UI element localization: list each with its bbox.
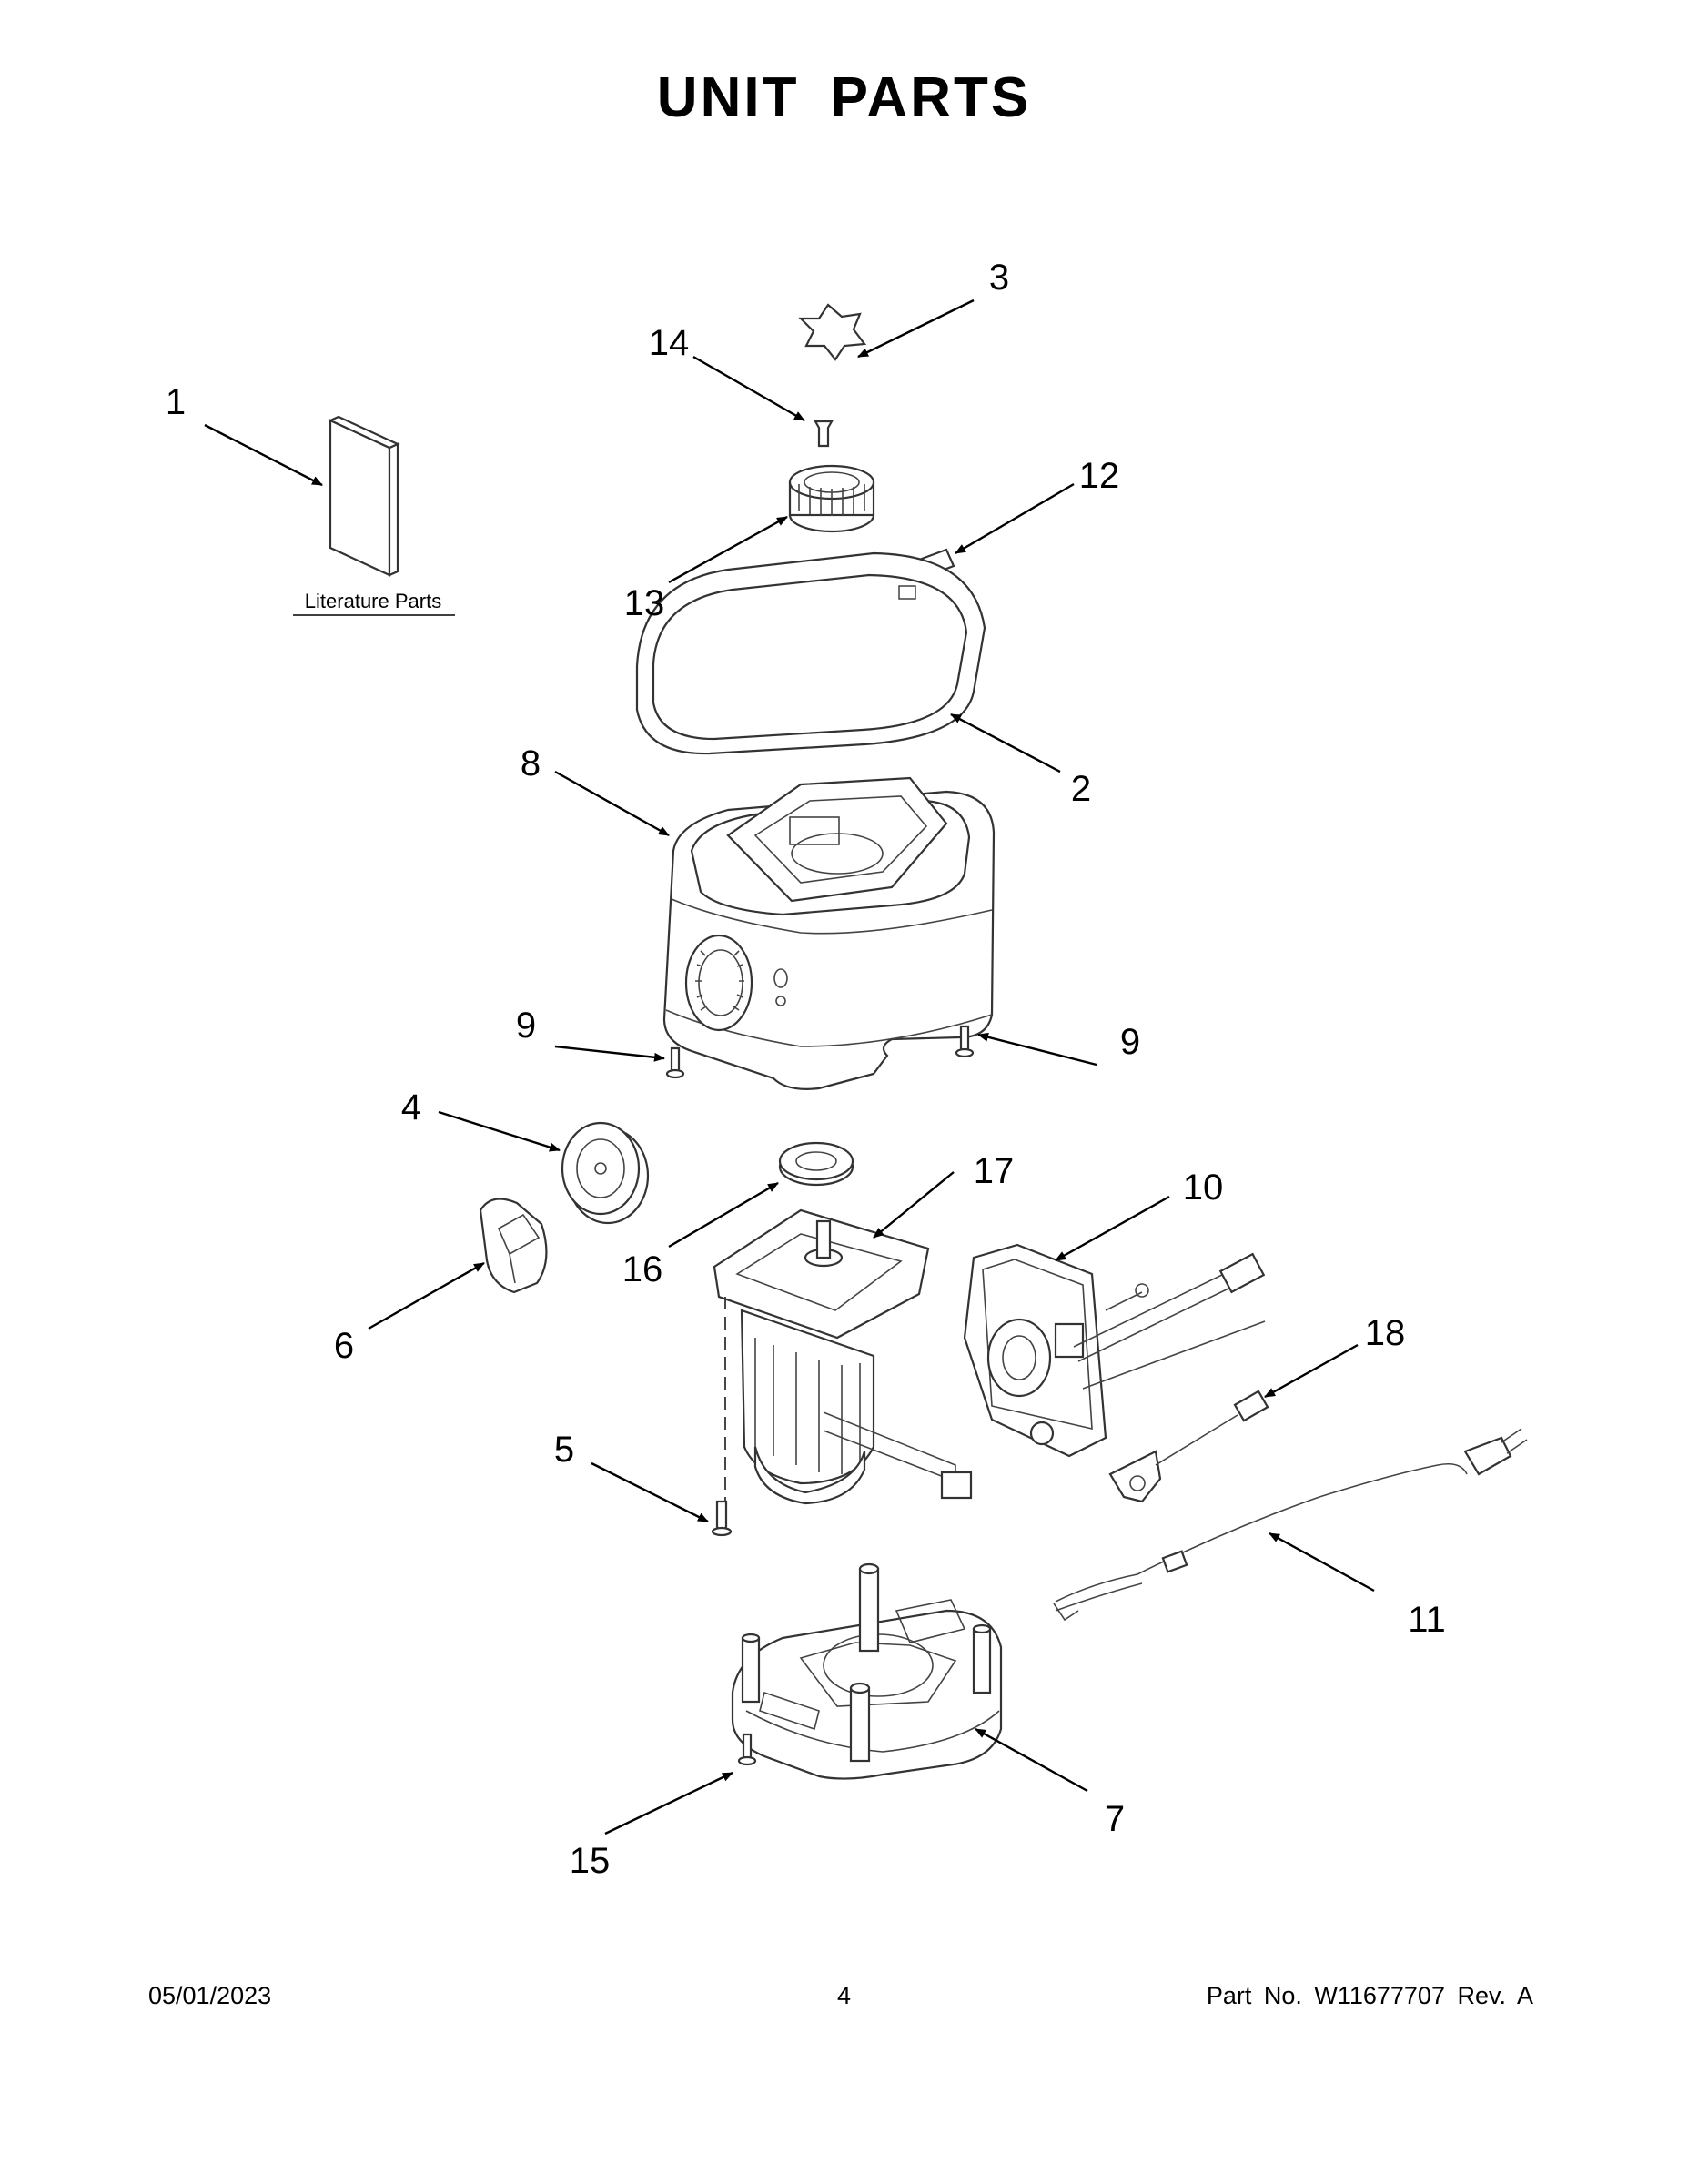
leader-15 [604,1771,733,1835]
motor-coupler [788,464,875,533]
leader-3 [857,298,975,359]
washer [778,1141,854,1187]
leader-14 [692,355,805,422]
callout-6: 6 [334,1326,354,1366]
callout-18: 18 [1365,1313,1406,1353]
callout-12: 12 [1079,456,1120,496]
leader-17 [873,1171,955,1239]
footer-part-number: Part No. W11677707 Rev. A [1206,1982,1533,2009]
callout-9-left: 9 [516,1006,536,1046]
leader-6 [368,1261,485,1330]
leader-4 [438,1110,561,1152]
dial-plate [561,1121,650,1225]
literature-parts-label: Literature Parts [305,590,441,612]
callout-11: 11 [1408,1600,1446,1640]
screw-9-right [955,1025,975,1058]
leader-18 [1264,1343,1359,1399]
leader-11 [1269,1532,1375,1592]
sensor-wire [1108,1390,1269,1503]
leader-2 [950,713,1061,774]
callout-4: 4 [401,1087,421,1127]
screw-9-left [665,1046,685,1079]
motor-assembly [713,1208,973,1511]
base-housing [662,776,996,1090]
trim-ring [635,551,986,755]
leader-10 [1055,1195,1170,1262]
screw-15 [737,1733,757,1766]
callout-1: 1 [166,382,186,422]
leader-13 [668,515,788,584]
leader-5 [591,1461,709,1523]
callout-16: 16 [622,1249,663,1289]
callout-10: 10 [1183,1168,1224,1208]
callout-5: 5 [554,1430,574,1470]
literature-booklet [328,415,400,577]
callout-8: 8 [521,743,541,784]
leader-16 [668,1181,779,1249]
pin [814,420,834,448]
callout-7: 7 [1105,1799,1125,1839]
control-knob [479,1198,548,1294]
callout-17: 17 [974,1151,1015,1191]
page-title: UNIT PARTS [656,66,1032,129]
ring-tab [898,585,916,600]
callout-9-right: 9 [1120,1022,1140,1062]
leader-9b [977,1032,1097,1067]
control-board [963,1243,1266,1458]
screw-5 [711,1500,733,1537]
callout-3: 3 [989,258,1009,298]
leader-7 [975,1727,1088,1793]
leader-12 [955,482,1075,555]
drive-coupler-star [798,303,867,361]
callout-2: 2 [1071,769,1091,809]
footer-page-number: 4 [836,1982,852,2009]
power-cord [1053,1428,1528,1622]
footer-date: 05/01/2023 [148,1982,272,2009]
leader-9a [554,1045,665,1062]
callout-13: 13 [624,583,665,623]
callout-14: 14 [649,323,690,363]
callout-15: 15 [570,1841,611,1881]
leader-8 [554,770,670,837]
bottom-base [731,1562,1003,1780]
leader-1 [204,423,323,487]
